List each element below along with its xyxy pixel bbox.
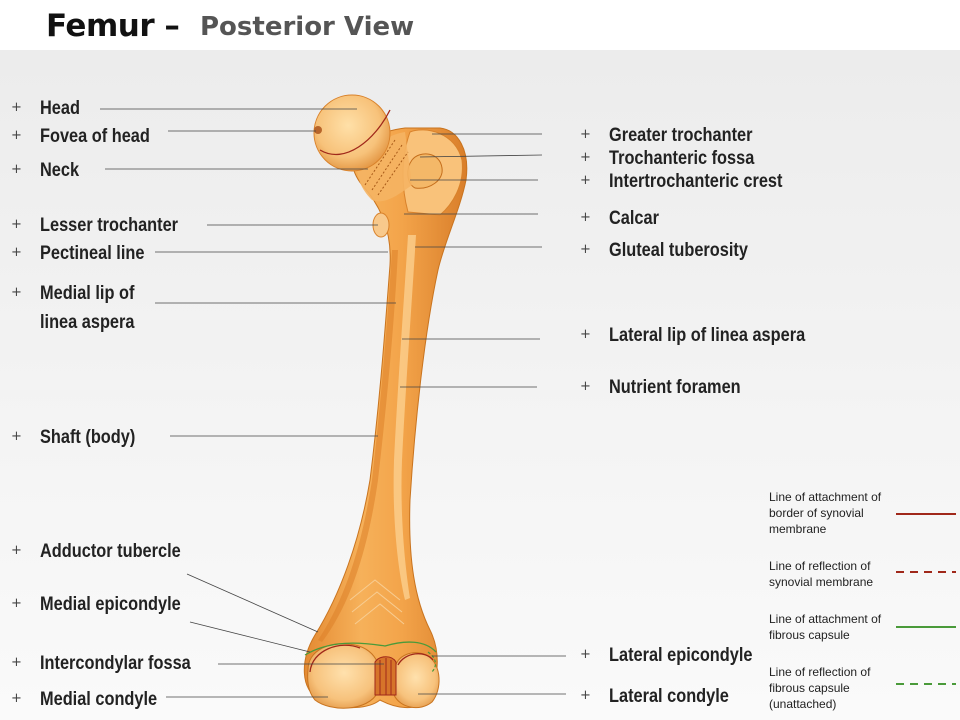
plus-icon: + — [11, 543, 22, 558]
label-lateral-epicondyle: Lateral epicondyle — [609, 645, 753, 666]
label-nutrient-foramen: Nutrient foramen — [609, 377, 741, 398]
label-calcar: Calcar — [609, 208, 659, 229]
leader-lines — [100, 108, 566, 698]
label-intertrochanteric-crest: Intertrochanteric crest — [609, 171, 783, 192]
label-shaft: Shaft (body) — [40, 427, 136, 448]
linea-aspera — [393, 235, 416, 600]
neck-hatching — [364, 139, 409, 196]
plus-icon: + — [580, 242, 591, 257]
label-fovea-of-head: Fovea of head — [40, 126, 150, 147]
popliteal-hatch — [349, 579, 405, 625]
label-trochanteric-fossa: Trochanteric fossa — [609, 148, 755, 169]
label-greater-trochanter: Greater trochanter — [609, 125, 753, 146]
plus-icon: + — [11, 596, 22, 611]
plus-icon: + — [580, 379, 591, 394]
fibrous-capsule-line — [304, 641, 437, 656]
fossa-lines — [379, 658, 392, 695]
title-bar: Femur – Posterior View — [0, 0, 960, 50]
label-adductor-tubercle: Adductor tubercle — [40, 541, 181, 562]
femur-bone — [303, 94, 468, 709]
label-medial-condyle: Medial condyle — [40, 689, 158, 710]
plus-icon: + — [11, 285, 22, 300]
label-gluteal-tuberosity: Gluteal tuberosity — [609, 240, 748, 261]
page-subtitle: Posterior View — [200, 12, 415, 42]
medial-condyle-shape — [307, 643, 382, 709]
plus-icon: + — [11, 217, 22, 232]
plus-icon: + — [11, 245, 22, 260]
plus-icon: + — [11, 162, 22, 177]
label-medial-epicondyle: Medial epicondyle — [40, 594, 181, 615]
head-synovial-line — [319, 109, 391, 156]
plus-icon: + — [11, 691, 22, 706]
plus-icon: + — [580, 173, 591, 188]
legend-swatches — [896, 513, 956, 685]
shaft-shadow — [318, 250, 398, 642]
lateral-epicondyle-mark — [427, 651, 437, 673]
label-lateral-condyle: Lateral condyle — [609, 686, 729, 707]
neck-shape — [357, 132, 412, 202]
plus-icon: + — [11, 429, 22, 444]
label-medial-lip-line2: linea aspera — [40, 312, 135, 333]
legend-reflect-synovial: Line of reflection of synovial membrane — [769, 559, 874, 589]
page-title: Femur – — [46, 8, 180, 44]
femur-outline — [303, 127, 468, 709]
label-medial-lip-line1: Medial lip of — [40, 283, 135, 304]
plus-icon: + — [11, 128, 22, 143]
plus-icon: + — [580, 647, 591, 662]
label-intercondylar-fossa: Intercondylar fossa — [40, 653, 191, 674]
label-head: Head — [40, 98, 80, 119]
label-lateral-lip: Lateral lip of linea aspera — [609, 325, 806, 346]
fovea-pit — [314, 126, 322, 134]
legend-reflect-fibrous: Line of reflection of fibrous capsule (u… — [769, 665, 871, 711]
condyle-synovial-line — [309, 644, 434, 673]
legend-attach-synovial: Line of attachment of border of synovial… — [769, 490, 882, 536]
lateral-condyle-shape — [391, 652, 440, 709]
plus-icon: + — [580, 150, 591, 165]
plus-icon: + — [580, 688, 591, 703]
plus-icon: + — [580, 210, 591, 225]
plus-icon: + — [11, 100, 22, 115]
label-neck: Neck — [40, 160, 80, 181]
plus-icon: + — [11, 655, 22, 670]
label-lesser-trochanter: Lesser trochanter — [40, 215, 179, 236]
plus-icon: + — [580, 127, 591, 142]
legend-attach-fibrous: Line of attachment of fibrous capsule — [769, 612, 882, 642]
femoral-head — [313, 94, 391, 172]
plus-icon: + — [580, 327, 591, 342]
label-pectineal-line: Pectineal line — [40, 243, 145, 264]
